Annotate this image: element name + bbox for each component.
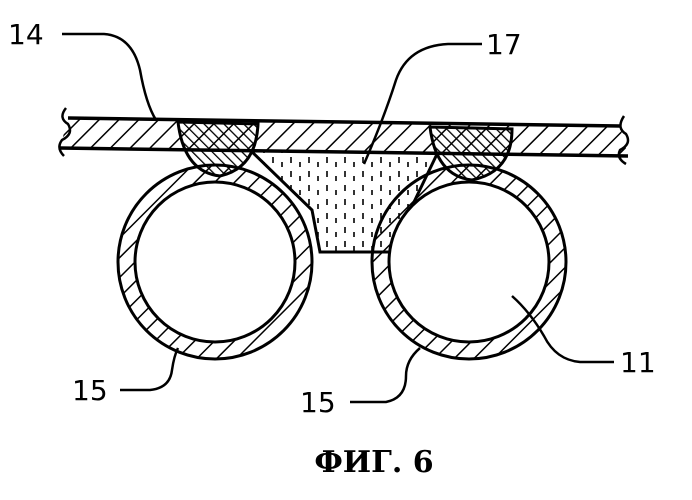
leader-15-right — [350, 348, 420, 402]
label-15-right: 15 — [300, 386, 336, 419]
label-15-left: 15 — [72, 374, 108, 407]
leader-15-left — [120, 348, 178, 390]
tube-left — [118, 165, 312, 359]
label-11: 11 — [620, 346, 656, 379]
leader-14 — [62, 34, 156, 120]
figure-caption: ФИГ. 6 — [314, 445, 433, 480]
label-17: 17 — [486, 28, 522, 61]
label-14: 14 — [8, 18, 44, 51]
tube-right — [372, 165, 566, 359]
